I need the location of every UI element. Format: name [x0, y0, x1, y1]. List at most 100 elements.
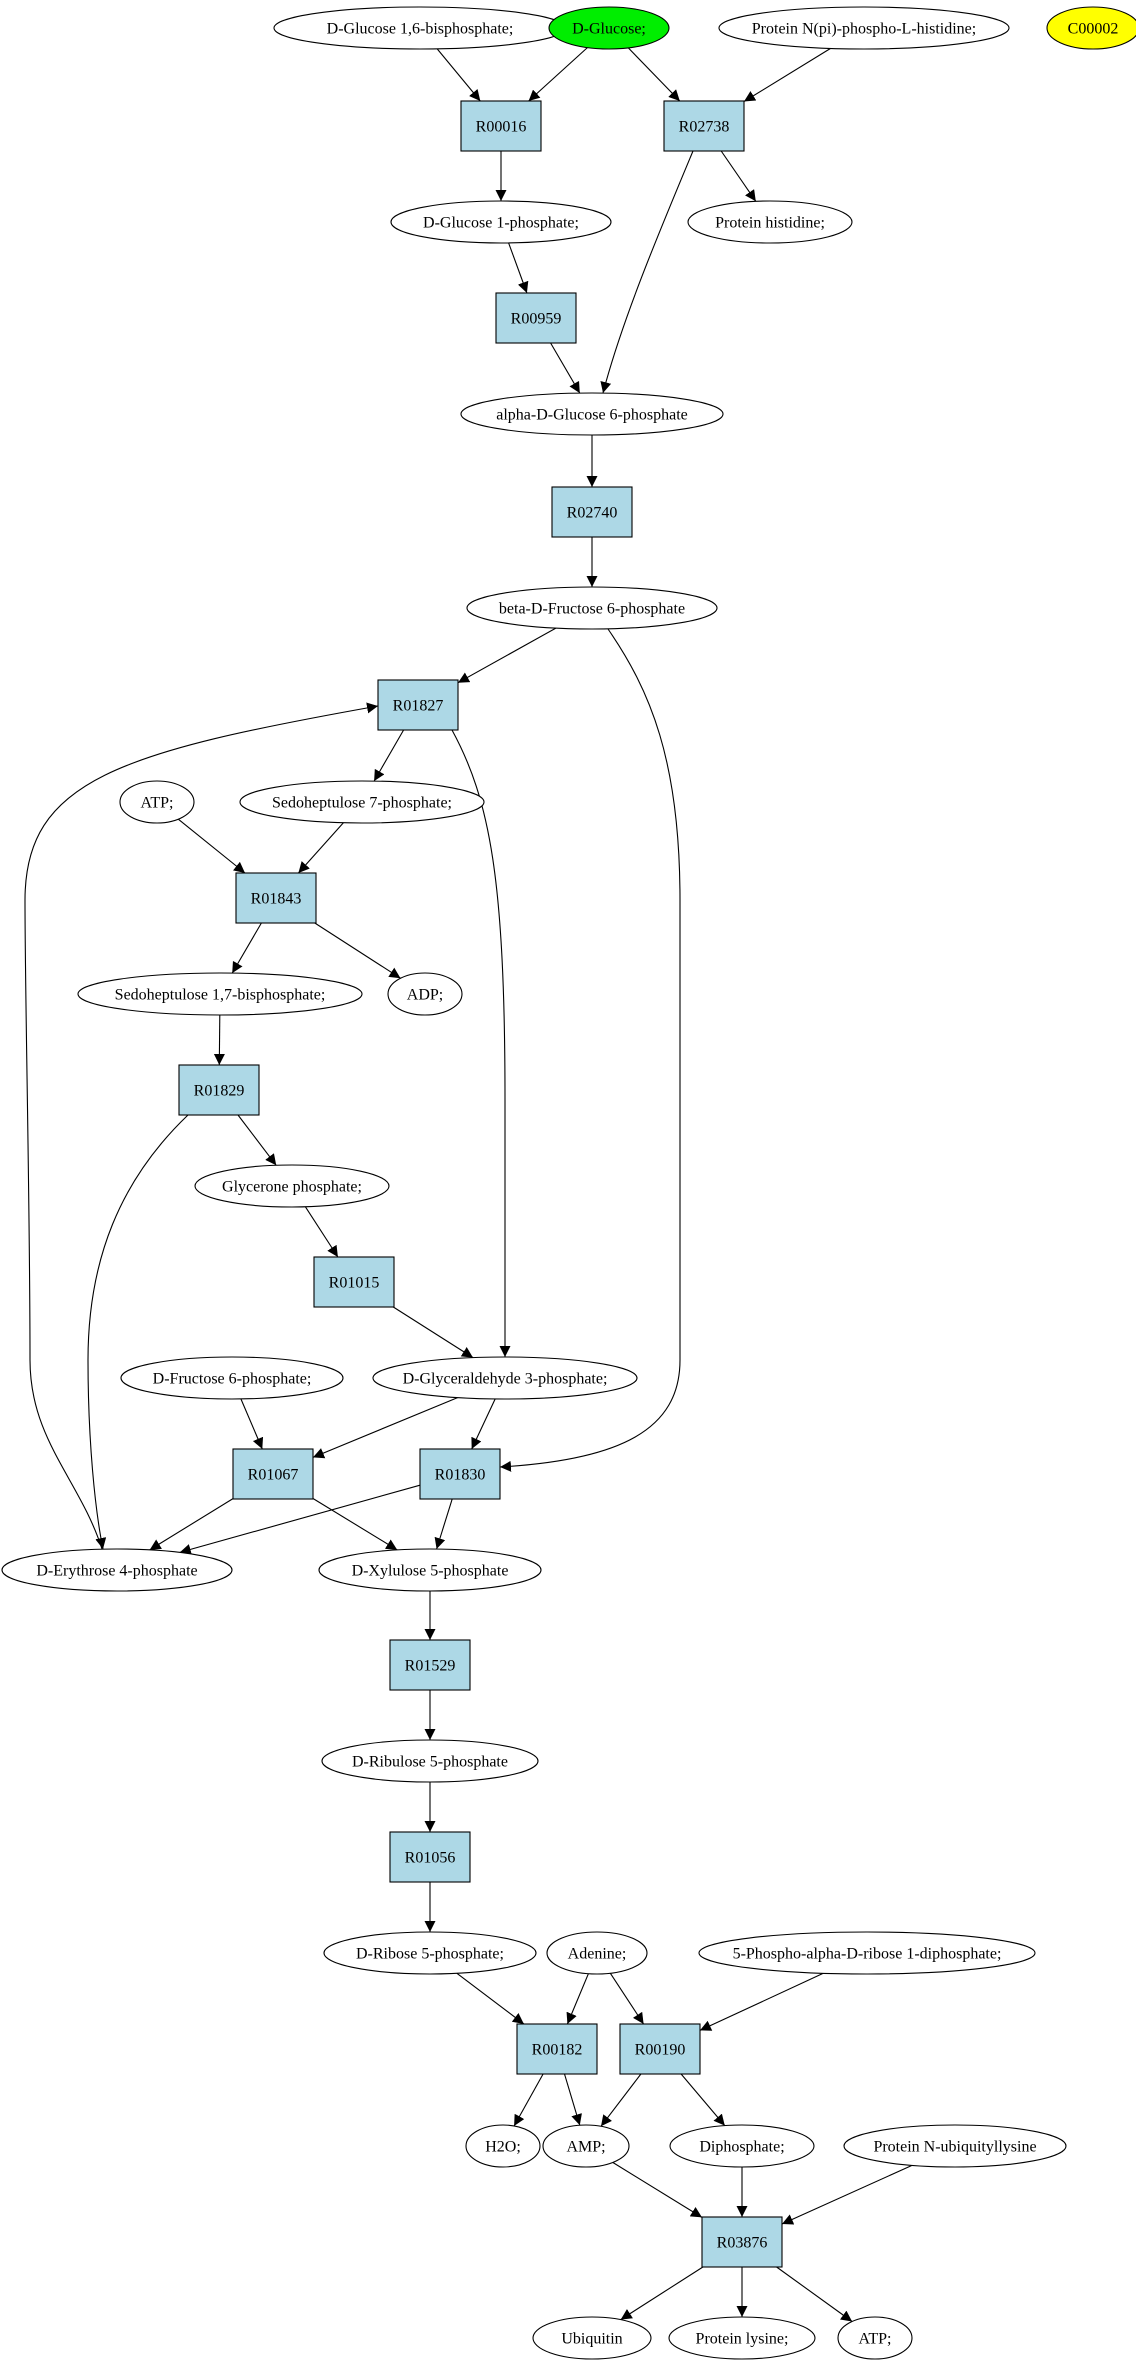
compound-node-protLys[interactable]: Protein lysine; [668, 2316, 816, 2360]
node-label: R02738 [679, 119, 730, 136]
compound-node-r5p[interactable]: D-Ribose 5-phosphate; [323, 1931, 537, 1975]
edge-c_s17bp-to-r_R01829 [213, 1014, 225, 1066]
edge-r_R01829-to-c_e4p [87, 1114, 189, 1550]
compound-ellipse [532, 2316, 652, 2360]
compound-ellipse [120, 1356, 344, 1400]
edge-r_R00190-to-c_diphos [680, 2073, 726, 2126]
node-label: ADP; [407, 987, 443, 1004]
node-label: Ubiquitin [561, 2331, 622, 2348]
compound-node-ru5p[interactable]: D-Ribulose 5-phosphate [321, 1739, 539, 1783]
edge-r_R01829-to-c_gp [237, 1114, 277, 1166]
compound-node-protHis[interactable]: Protein histidine; [687, 200, 853, 244]
compound-node-protUbLys[interactable]: Protein N-ubiquityllysine [843, 2124, 1067, 2168]
compound-node-atp2[interactable]: ATP; [837, 2316, 913, 2360]
compound-node-s7p[interactable]: Sedoheptulose 7-phosphate; [239, 780, 485, 824]
node-label: R00182 [532, 2042, 583, 2059]
edge-r_R03876-to-c_ubiquitin [620, 2266, 704, 2321]
compound-node-gp[interactable]: Glycerone phosphate; [194, 1164, 390, 1208]
compound-ellipse [321, 1739, 539, 1783]
edge-c_protUbLys-to-r_R03876 [781, 2164, 913, 2225]
reaction-node-R00190[interactable]: R00190 [619, 2023, 701, 2075]
compound-ellipse [390, 200, 612, 244]
node-label: Protein N(pi)-phospho-L-histidine; [752, 21, 976, 38]
compound-node-ag6p[interactable]: alpha-D-Glucose 6-phosphate [460, 392, 724, 436]
node-label: C00002 [1068, 21, 1119, 38]
edge-r_R01830-to-c_x5p [434, 1498, 453, 1550]
node-label: Protein N-ubiquityllysine [873, 2139, 1036, 2156]
compound-node-prpp[interactable]: 5-Phospho-alpha-D-ribose 1-diphosphate; [698, 1931, 1036, 1975]
node-label: ATP; [859, 2331, 892, 2348]
reaction-node-R01827[interactable]: R01827 [377, 679, 459, 731]
node-label: D-Xylulose 5-phosphate [352, 1563, 509, 1580]
reaction-box [313, 1256, 395, 1308]
compound-ellipse [1, 1548, 233, 1592]
compound-ellipse [837, 2316, 913, 2360]
compound-node-bf6p[interactable]: beta-D-Fructose 6-phosphate [466, 586, 718, 630]
reaction-box [377, 679, 459, 731]
compound-node-df6p[interactable]: D-Fructose 6-phosphate; [120, 1356, 344, 1400]
node-label: R01830 [435, 1467, 486, 1484]
node-label: R02740 [567, 505, 618, 522]
reaction-node-R00016[interactable]: R00016 [460, 100, 542, 152]
compound-node-x5p[interactable]: D-Xylulose 5-phosphate [318, 1548, 542, 1592]
edge-r_R03876-to-c_atp2 [776, 2266, 853, 2322]
compound-ellipse [119, 780, 195, 824]
node-label: ATP; [141, 795, 174, 812]
compound-node-adenine[interactable]: Adenine; [546, 1931, 648, 1975]
compound-node-g3p[interactable]: D-Glyceraldehyde 3-phosphate; [372, 1356, 638, 1400]
compound-node-protNpi[interactable]: Protein N(pi)-phospho-L-histidine; [718, 6, 1010, 50]
compound-ellipse [194, 1164, 390, 1208]
compound-ellipse [546, 1931, 648, 1975]
compound-node-h2o[interactable]: H2O; [465, 2124, 541, 2168]
compound-node-amp[interactable]: AMP; [542, 2124, 630, 2168]
edge-r_R02738-to-c_ag6p [600, 150, 694, 394]
node-label: beta-D-Fructose 6-phosphate [499, 601, 685, 618]
compound-ellipse [542, 2124, 630, 2168]
reaction-node-R00959[interactable]: R00959 [495, 292, 577, 344]
edge-c_r5p-to-r_R00182 [456, 1972, 525, 2025]
reaction-node-R01056[interactable]: R01056 [389, 1831, 471, 1883]
reaction-node-R03876[interactable]: R03876 [701, 2216, 783, 2268]
compound-ellipse [239, 780, 485, 824]
compound-ellipse [669, 2124, 815, 2168]
reaction-node-R01829[interactable]: R01829 [178, 1064, 260, 1116]
node-label: 5-Phospho-alpha-D-ribose 1-diphosphate; [733, 1946, 1002, 1963]
reaction-node-R01067[interactable]: R01067 [232, 1448, 314, 1500]
compound-ellipse [698, 1931, 1036, 1975]
compound-node-e4p[interactable]: D-Erythrose 4-phosphate [1, 1548, 233, 1592]
compound-node-ubiquitin[interactable]: Ubiquitin [532, 2316, 652, 2360]
edge-r_R01843-to-c_adp [314, 922, 401, 979]
node-label: R01067 [248, 1467, 299, 1484]
node-label: alpha-D-Glucose 6-phosphate [496, 407, 688, 424]
compound-node-s17bp[interactable]: Sedoheptulose 1,7-bisphosphate; [77, 972, 363, 1016]
compound-node-dglucose[interactable]: D-Glucose; [548, 6, 670, 50]
reaction-box [389, 1639, 471, 1691]
compound-ellipse [323, 1931, 537, 1975]
reaction-node-R01830[interactable]: R01830 [419, 1448, 501, 1500]
edge-r_R01843-to-c_s17bp [231, 922, 262, 974]
reaction-box [235, 872, 317, 924]
reaction-node-R02738[interactable]: R02738 [663, 100, 745, 152]
node-label: Protein histidine; [715, 215, 825, 232]
edge-r_R00190-to-c_amp [600, 2073, 642, 2127]
compound-node-g16bp[interactable]: D-Glucose 1,6-bisphosphate; [273, 6, 567, 50]
compound-ellipse [465, 2124, 541, 2168]
edge-c_dglucose-to-r_R02738 [627, 47, 681, 102]
node-label: R01056 [405, 1850, 456, 1867]
reaction-node-R02740[interactable]: R02740 [551, 486, 633, 538]
reaction-node-R01529[interactable]: R01529 [389, 1639, 471, 1691]
compound-node-adp[interactable]: ADP; [387, 972, 463, 1016]
compound-node-diphos[interactable]: Diphosphate; [669, 2124, 815, 2168]
compound-node-c00002[interactable]: C00002 [1046, 6, 1136, 50]
reaction-node-R01843[interactable]: R01843 [235, 872, 317, 924]
edge-r_R02738-to-c_protHis [720, 150, 757, 202]
compound-node-atp1[interactable]: ATP; [119, 780, 195, 824]
node-label: H2O; [485, 2139, 521, 2156]
reaction-node-R01015[interactable]: R01015 [313, 1256, 395, 1308]
compound-node-g1p[interactable]: D-Glucose 1-phosphate; [390, 200, 612, 244]
reaction-node-R00182[interactable]: R00182 [516, 2023, 598, 2075]
edge-c_g3p-to-r_R01067 [312, 1397, 458, 1459]
edge-r_R01067-to-c_x5p [312, 1498, 398, 1551]
edge-c_amp-to-r_R03876 [612, 2161, 703, 2218]
